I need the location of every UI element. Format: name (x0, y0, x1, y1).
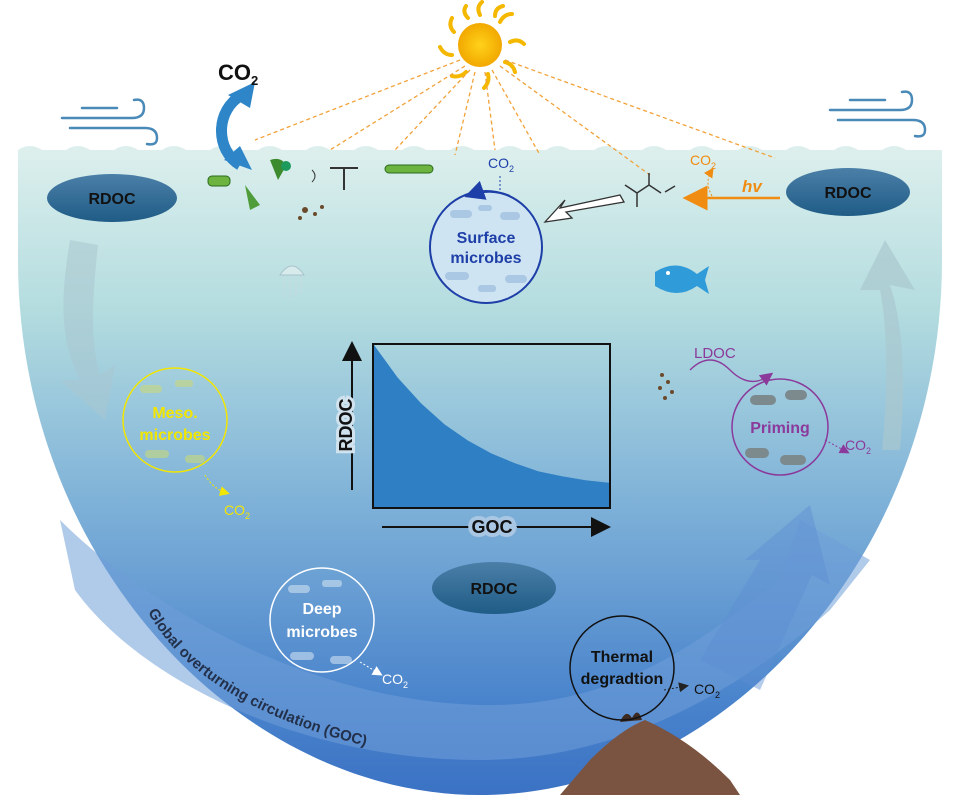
co2-exchange-arrow (216, 82, 255, 170)
photodegradation-arrow (543, 194, 626, 223)
svg-text:microbes: microbes (286, 624, 357, 641)
svg-text:Deep: Deep (302, 601, 341, 618)
svg-text:CO2: CO2 (224, 502, 250, 521)
svg-text:RDOC: RDOC (470, 581, 518, 598)
fish-icon (655, 265, 709, 294)
deep-microbes-circle: Deep microbes CO2 (269, 567, 408, 690)
chart-frame (372, 343, 611, 509)
svg-text:microbes: microbes (450, 250, 521, 267)
rdoc-blob-center: RDOC (432, 562, 556, 614)
svg-text:Meso.: Meso. (152, 405, 197, 422)
molecule-icon (624, 173, 676, 207)
thermal-degradation-circle: Thermal degradtion CO2 (569, 615, 720, 721)
goc-band (60, 520, 870, 760)
ocean-surface-wave (18, 146, 942, 160)
svg-text:RDOC: RDOC (88, 191, 136, 208)
svg-text:CO2: CO2 (690, 152, 716, 171)
rdoc-blob-right: RDOC (786, 168, 910, 216)
goc-arrow-right (860, 240, 915, 450)
svg-text:CO2: CO2 (382, 671, 408, 690)
svg-text:microbes: microbes (139, 427, 210, 444)
goc-arrow-bottom-right (700, 505, 830, 690)
svg-text:CO2: CO2 (694, 681, 720, 700)
sun-rays (254, 59, 776, 176)
ldoc-arrow: LDOC (658, 345, 774, 400)
wind-icon-right (828, 90, 927, 138)
svg-text:RDOC: RDOC (824, 185, 872, 202)
sun-icon (438, 0, 526, 90)
svg-text:CO2: CO2 (845, 437, 871, 456)
svg-text:Thermal: Thermal (591, 649, 653, 666)
rdoc-blob-left: RDOC (47, 174, 177, 222)
wind-icon-left (60, 98, 159, 146)
co2-atmosphere-label: CO2 (218, 60, 258, 88)
svg-text:hv: hv (742, 177, 763, 196)
svg-text:Surface: Surface (457, 230, 516, 247)
chart-area-fill (374, 345, 609, 507)
chart-x-label: GOC (471, 517, 512, 537)
jellyfish-icon (279, 265, 305, 301)
svg-text:LDOC: LDOC (694, 345, 736, 362)
surface-microbes-circle: Surface microbes CO2 (429, 155, 543, 304)
svg-text:degradtion: degradtion (581, 671, 664, 688)
priming-circle: Priming CO2 (731, 378, 871, 476)
svg-text:Priming: Priming (750, 420, 810, 437)
meso-microbes-circle: Meso. microbes CO2 (122, 367, 250, 521)
chart-y-label: RDOC (336, 399, 356, 452)
rdoc-goc-chart: RDOC GOC (333, 341, 611, 541)
phytoplankton-icon (207, 158, 434, 220)
photolysis-arrow: hv CO2 (682, 152, 780, 211)
svg-text:CO2: CO2 (488, 155, 514, 174)
goc-arrow-left (60, 240, 115, 420)
